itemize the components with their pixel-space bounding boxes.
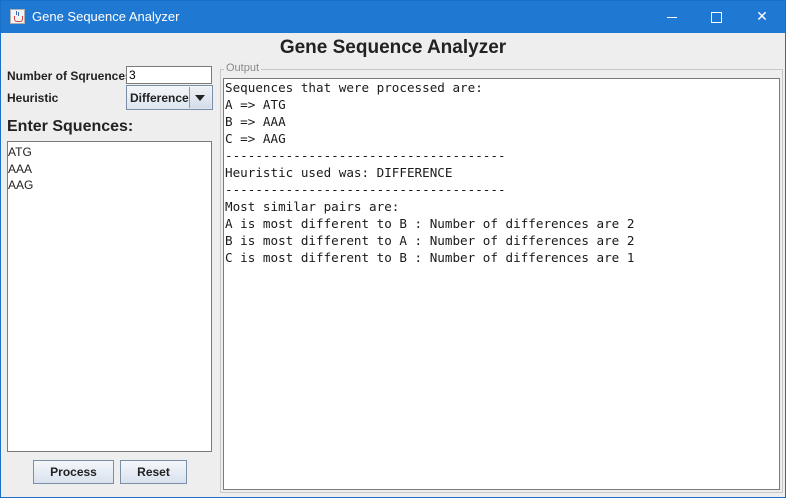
sequence-line: AAG — [8, 178, 34, 192]
sequences-textarea[interactable]: ATG AAA AAG — [7, 141, 212, 452]
output-line: Heuristic used was: DIFFERENCE — [225, 165, 453, 180]
output-group — [220, 69, 783, 493]
output-line: Sequences that were processed are: — [225, 80, 483, 95]
output-textarea[interactable]: Sequences that were processed are: A => … — [223, 78, 780, 490]
maximize-icon — [710, 11, 722, 23]
window-title: Gene Sequence Analyzer — [32, 9, 180, 24]
title-bar[interactable]: Gene Sequence Analyzer ✕ — [1, 1, 785, 33]
enter-sequences-label: Enter Squences: — [7, 118, 134, 135]
sequence-line: AAA — [8, 161, 33, 176]
minimize-button[interactable] — [649, 1, 695, 33]
num-sequences-label: Number of Sqruences — [7, 69, 132, 83]
minimize-icon — [667, 16, 677, 18]
page-title: Gene Sequence Analyzer — [279, 37, 507, 58]
output-line: ------------------------------------- — [225, 182, 506, 197]
java-app-icon — [10, 9, 25, 24]
output-line: A => ATG — [225, 97, 286, 112]
output-line: A is most different to B : Number of dif… — [225, 216, 635, 231]
output-line: Most similar pairs are: — [225, 199, 400, 214]
heuristic-label: Heuristic — [7, 91, 59, 105]
output-legend: Output — [224, 62, 262, 74]
heuristic-select[interactable]: Difference — [126, 85, 213, 110]
reset-button[interactable]: Reset — [120, 460, 187, 484]
heuristic-selected-value: Difference — [130, 91, 189, 105]
output-line: B is most different to A : Number of dif… — [225, 233, 635, 248]
close-icon: ✕ — [756, 9, 768, 25]
process-button[interactable]: Process — [33, 460, 114, 484]
num-sequences-input[interactable]: 3 — [126, 66, 212, 84]
output-line: B => AAA — [225, 114, 286, 129]
close-button[interactable]: ✕ — [739, 1, 785, 33]
sequence-line: ATG — [8, 145, 32, 159]
maximize-button[interactable] — [693, 1, 739, 33]
output-line: C is most different to B : Number of dif… — [225, 250, 635, 265]
output-line: C => AAG — [225, 131, 286, 146]
chevron-down-icon[interactable] — [189, 87, 211, 108]
output-line: ------------------------------------- — [225, 148, 506, 163]
